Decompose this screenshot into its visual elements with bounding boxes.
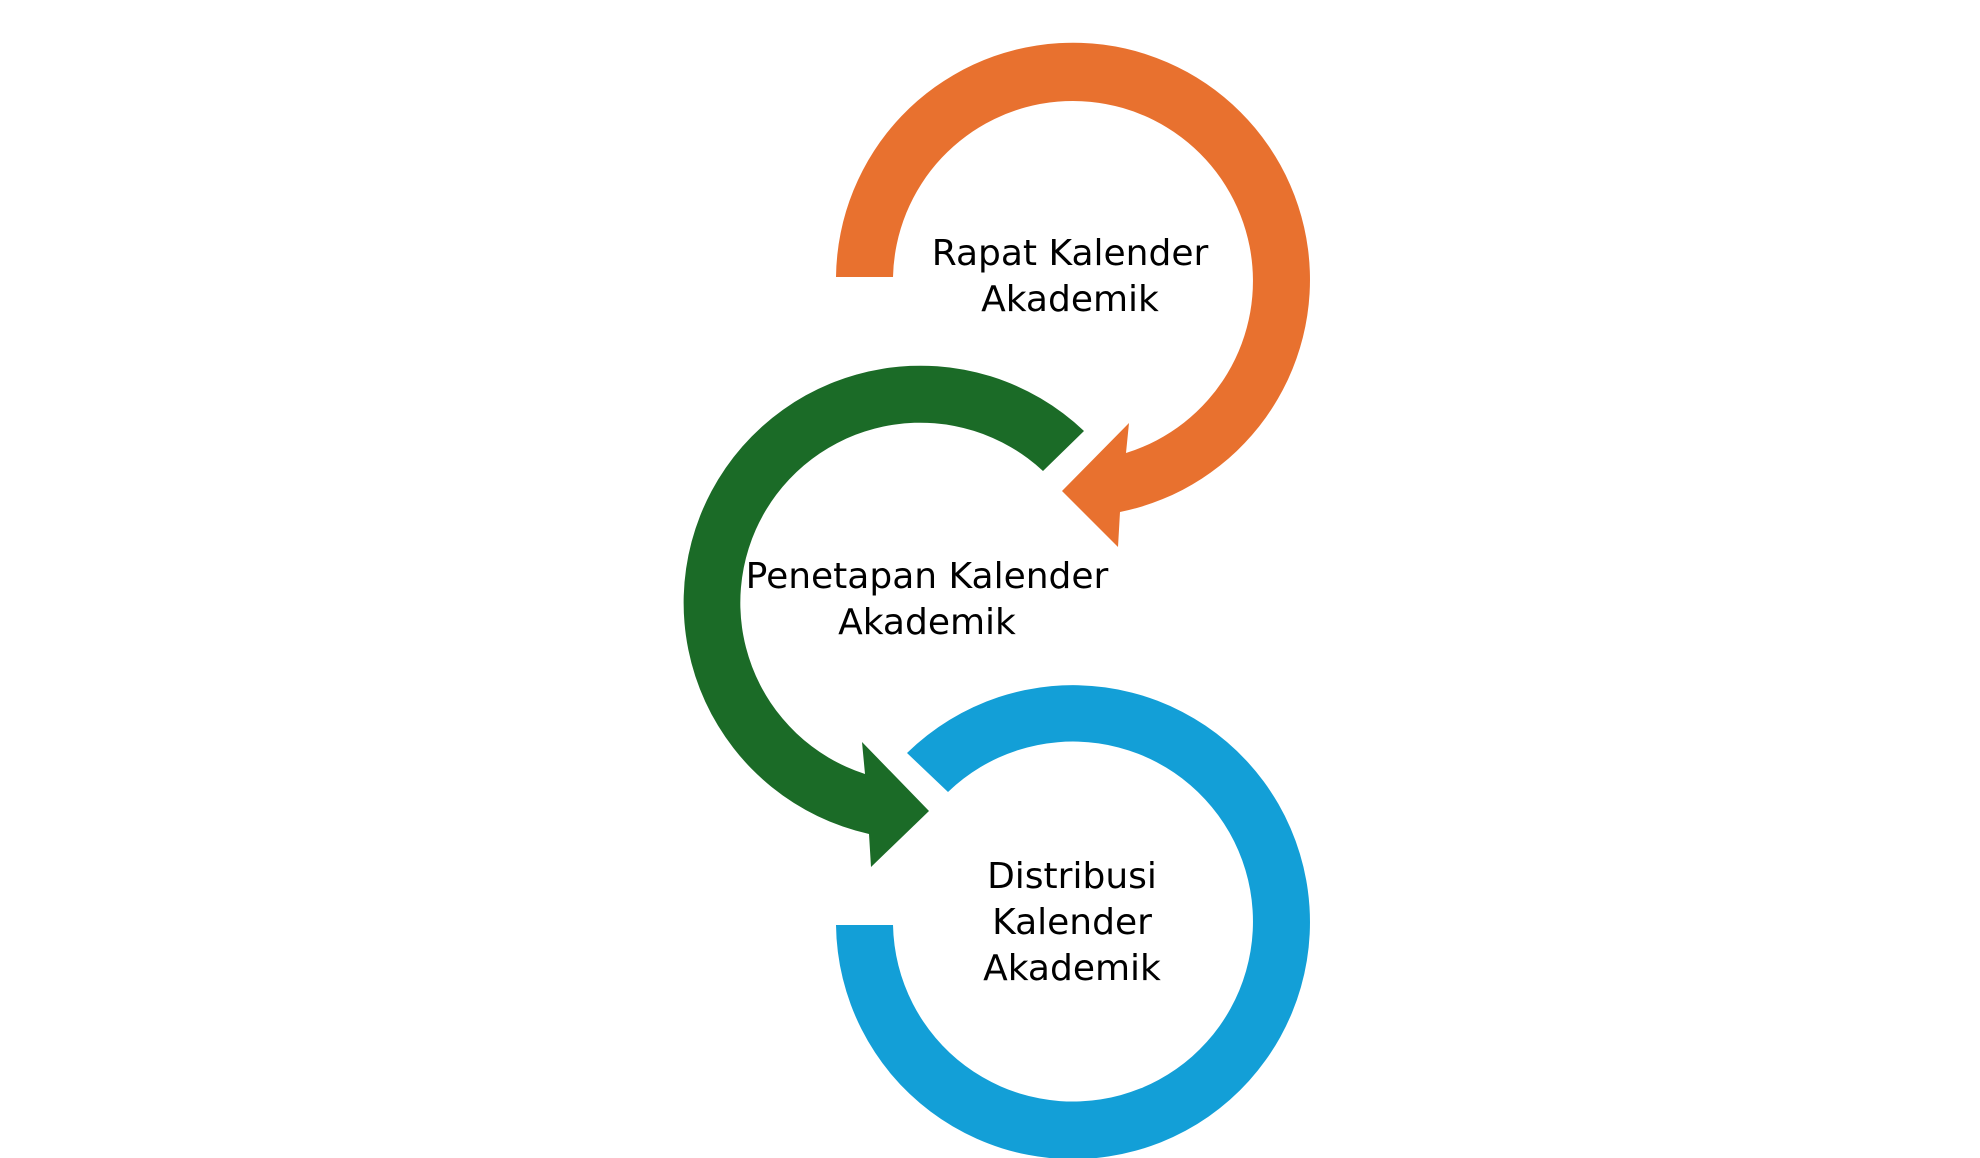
label-rapat-line-1: Rapat Kalender	[932, 233, 1209, 274]
label-penetapan-line-2: Akademik	[838, 602, 1016, 643]
label-distribusi-line-1: Distribusi	[987, 856, 1157, 897]
step-penetapan: Penetapan Kalender Akademik	[683, 365, 1109, 867]
label-penetapan-line-1: Penetapan Kalender	[746, 556, 1109, 597]
step-rapat: Rapat Kalender Akademik	[836, 42, 1310, 548]
label-rapat-line-2: Akademik	[981, 279, 1159, 320]
label-distribusi-line-3: Akademik	[983, 948, 1161, 989]
arc-arrow-penetapan	[683, 365, 1084, 867]
label-distribusi-line-2: Kalender	[992, 902, 1152, 943]
arc-arrow-rapat	[836, 42, 1310, 548]
step-distribusi: Distribusi Kalender Akademik	[836, 685, 1310, 1158]
